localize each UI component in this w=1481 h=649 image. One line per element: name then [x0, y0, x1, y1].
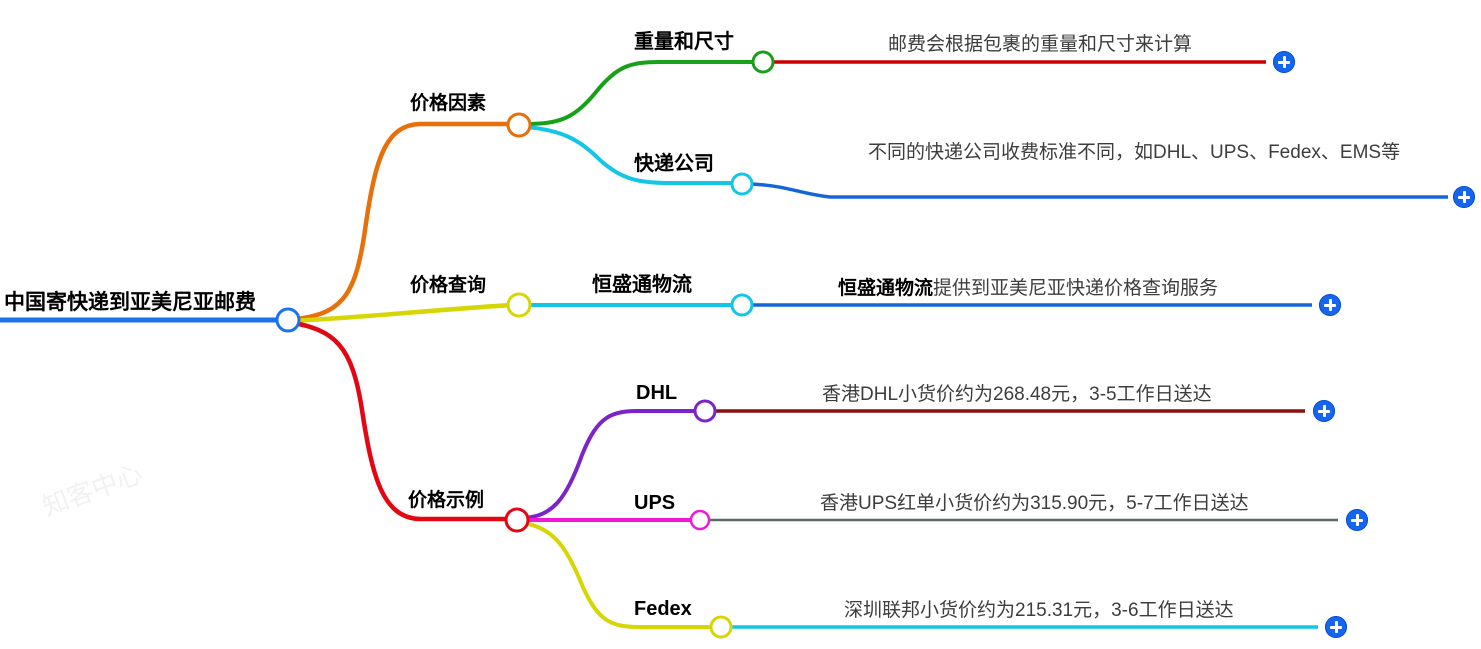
expand-button-dhl[interactable]: [1313, 400, 1335, 422]
expand-button-ups[interactable]: [1346, 509, 1368, 531]
leaf-text-dhl: 香港DHL小货价约为268.48元，3-5工作日送达: [822, 384, 1212, 405]
node-courier-company[interactable]: [730, 172, 754, 196]
sub-label-ups[interactable]: UPS: [634, 492, 676, 514]
leaf-text-hst-emphasis: 恒盛通物流: [838, 278, 934, 299]
connector-factors-to-weight: [524, 60, 757, 126]
sub-label-fedex[interactable]: Fedex: [634, 598, 692, 620]
connector-root-to-price-query: [286, 302, 515, 324]
leaf-text-hst-rest: 提供到亚美尼亚快递价格查询服务: [933, 278, 1219, 299]
node-root[interactable]: [275, 307, 301, 333]
root-node-label[interactable]: 中国寄快递到亚美尼亚邮费: [4, 291, 256, 314]
expand-button-fedex[interactable]: [1325, 616, 1347, 638]
sub-label-courier-company[interactable]: 快递公司: [634, 153, 714, 175]
expand-button-courier-company[interactable]: [1453, 186, 1475, 208]
expand-button-hst-logistics[interactable]: [1319, 294, 1341, 316]
node-price-examples[interactable]: [504, 507, 530, 533]
sub-label-weight-size[interactable]: 重量和尺寸: [634, 31, 734, 53]
leaf-text-courier-company: 不同的快递公司收费标准不同，如DHL、UPS、Fedex、EMS等: [868, 140, 1428, 166]
node-hst-logistics[interactable]: [730, 293, 754, 317]
watermark: 知客中心: [38, 458, 147, 522]
sub-label-dhl[interactable]: DHL: [636, 382, 678, 404]
leaf-text-weight-size: 邮费会根据包裹的重量和尺寸来计算: [888, 34, 1193, 55]
node-dhl[interactable]: [693, 399, 717, 423]
node-fedex[interactable]: [709, 615, 733, 639]
leaf-text-ups: 香港UPS红单小货价约为315.90元，5-7工作日送达: [820, 493, 1249, 514]
leaf-line-courier: [750, 182, 1448, 199]
node-weight-size[interactable]: [751, 50, 775, 74]
expand-button-weight-size[interactable]: [1273, 51, 1295, 73]
sub-label-hst-logistics[interactable]: 恒盛通物流: [592, 274, 692, 296]
node-price-query[interactable]: [506, 292, 532, 318]
leaf-text-fedex: 深圳联邦小货价约为215.31元，3-6工作日送达: [844, 600, 1234, 621]
leaf-text-courier-line1: 不同的快递公司收费标准不同，如DHL、UPS、Fedex、: [868, 142, 1340, 163]
branch-label-price-query[interactable]: 价格查询: [410, 275, 487, 296]
node-price-factors[interactable]: [506, 112, 532, 138]
branch-label-price-factors[interactable]: 价格因素: [410, 93, 487, 114]
node-ups[interactable]: [689, 509, 711, 531]
branch-label-price-examples[interactable]: 价格示例: [408, 490, 485, 511]
leaf-text-courier-line2: EMS等: [1339, 142, 1401, 163]
leaf-text-hst-logistics: 恒盛通物流提供到亚美尼亚快递价格查询服务: [838, 276, 1218, 302]
